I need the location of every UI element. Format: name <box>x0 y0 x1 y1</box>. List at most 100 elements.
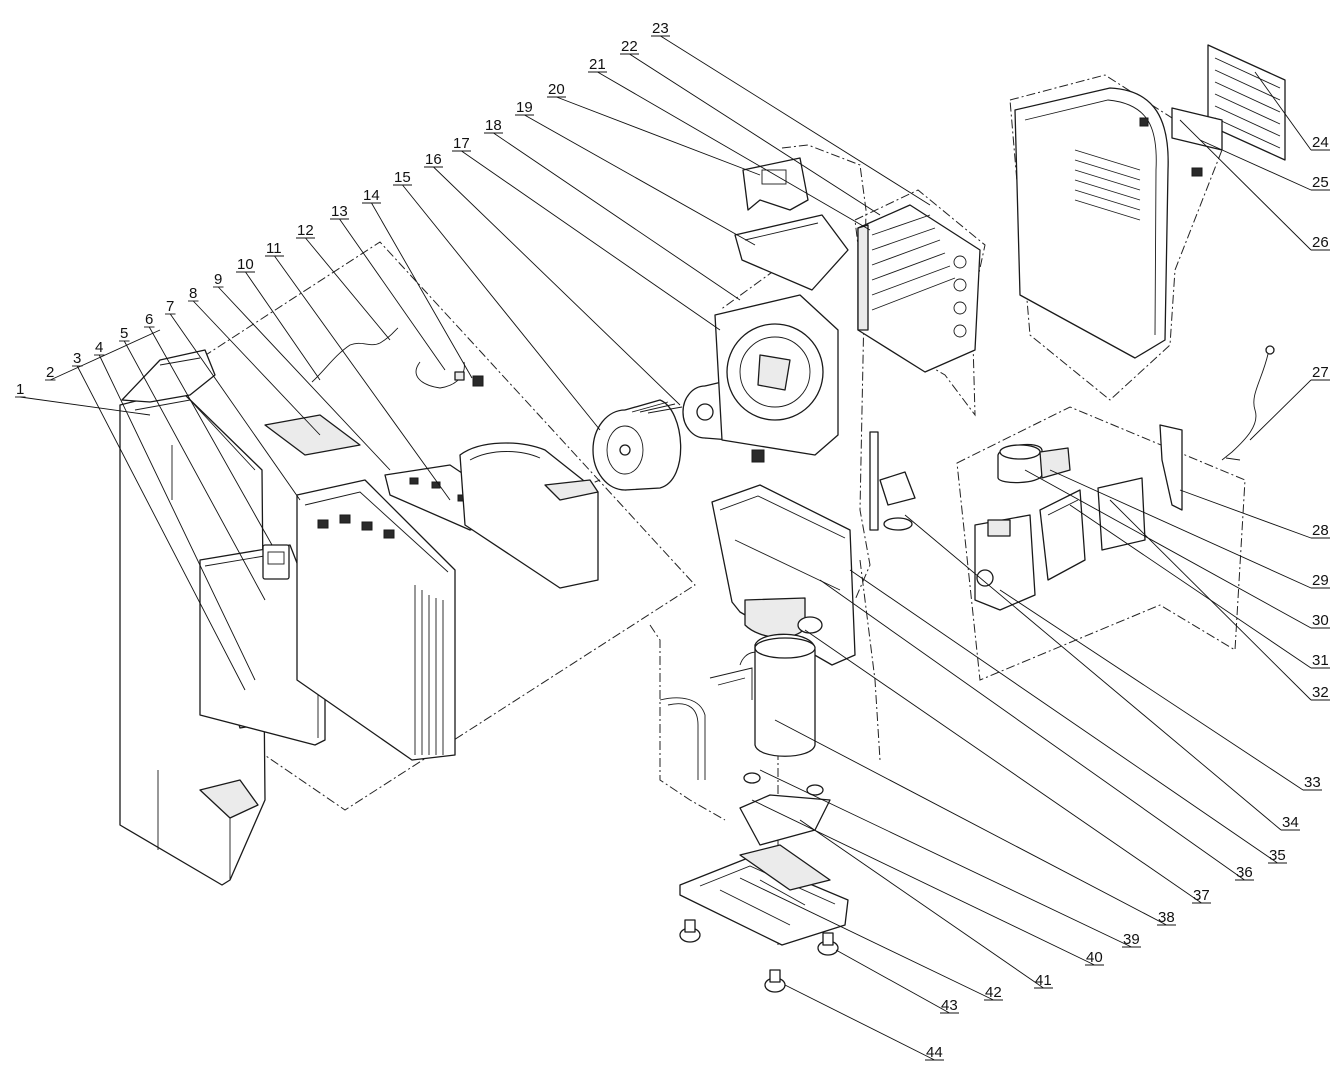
callout-22: 22 <box>620 38 881 216</box>
callout-37: 37 <box>804 629 1211 904</box>
callout-11: 11 <box>265 240 451 501</box>
callout-8: 8 <box>188 285 321 436</box>
callout-6: 6 <box>144 311 273 546</box>
callout-number: 38 <box>1158 909 1175 926</box>
callout-leader-line <box>76 365 246 691</box>
callout-7: 7 <box>165 298 301 501</box>
callout-44: 44 <box>784 984 944 1061</box>
callout-33: 33 <box>999 589 1322 791</box>
callout-number: 29 <box>1312 572 1329 589</box>
callout-30: 30 <box>1024 469 1330 629</box>
callout-27: 27 <box>1249 364 1330 441</box>
callout-number: 23 <box>652 20 669 37</box>
callout-21: 21 <box>588 56 871 231</box>
callout-leader-line <box>759 769 1132 948</box>
callout-leader-line <box>371 202 473 379</box>
callout-leader-line <box>1049 469 1312 589</box>
callout-number: 37 <box>1193 887 1210 904</box>
wire-harness <box>311 327 484 389</box>
callout-number: 3 <box>73 350 81 367</box>
callout-leader-line <box>20 396 151 416</box>
callout-leader-line <box>739 877 994 1001</box>
callout-leader-line <box>1069 504 1312 669</box>
callout-18: 18 <box>484 117 741 301</box>
callout-leader-line <box>999 589 1304 791</box>
callout-leader-line <box>1179 489 1312 539</box>
callout-25: 25 <box>1199 139 1330 191</box>
callout-leader-line <box>835 949 950 1014</box>
callout-leader-line <box>493 132 741 301</box>
callout-26: 26 <box>1179 119 1330 251</box>
callout-2: 2 <box>45 329 161 381</box>
callout-19: 19 <box>515 99 756 246</box>
callout-leader-line <box>804 629 1202 904</box>
callout-leader-line <box>784 984 935 1061</box>
callout-number: 11 <box>266 240 282 257</box>
callout-41: 41 <box>799 819 1053 989</box>
callout-number: 8 <box>189 285 197 302</box>
callout-number: 41 <box>1035 972 1052 989</box>
callout-34: 34 <box>904 514 1300 831</box>
top-bracket <box>734 157 849 291</box>
callout-14: 14 <box>362 187 473 379</box>
callout-number: 12 <box>297 222 314 239</box>
power-cord <box>1221 345 1275 461</box>
callout-leader-line <box>1249 379 1312 441</box>
callout-leader-line <box>751 799 1095 966</box>
callout-number: 44 <box>926 1044 943 1061</box>
callout-leader-line <box>799 819 1044 989</box>
electrical-components <box>974 443 1146 611</box>
callout-10: 10 <box>236 256 321 381</box>
callout-number: 32 <box>1312 684 1329 701</box>
compressor-assembly <box>659 616 831 846</box>
callout-17: 17 <box>452 135 721 331</box>
callout-number: 25 <box>1312 174 1329 191</box>
callout-9: 9 <box>213 271 391 471</box>
callout-leader-line <box>123 340 266 601</box>
callout-leader-line <box>245 271 321 381</box>
callout-43: 43 <box>835 949 959 1014</box>
callout-number: 1 <box>16 381 24 398</box>
electric-box-cover <box>1159 424 1183 511</box>
callout-number: 40 <box>1086 949 1103 966</box>
callout-number: 13 <box>331 203 348 220</box>
callout-leader-line <box>629 53 881 216</box>
callout-number: 18 <box>485 117 502 134</box>
callout-4: 4 <box>94 339 256 681</box>
rear-cover <box>1014 87 1203 359</box>
callout-leader-line <box>433 166 681 406</box>
callout-leader-line <box>274 255 451 501</box>
callout-number: 20 <box>548 81 565 98</box>
callout-number: 39 <box>1123 931 1140 948</box>
tank-cover <box>121 349 216 403</box>
callout-number: 19 <box>516 99 533 116</box>
callout-leader-line <box>217 286 391 471</box>
callout-31: 31 <box>1069 504 1330 669</box>
callout-number: 22 <box>621 38 638 55</box>
callout-leader-line <box>1024 469 1312 629</box>
callout-number: 43 <box>941 997 958 1014</box>
air-duct <box>459 442 599 589</box>
callout-number: 28 <box>1312 522 1329 539</box>
callout-number: 10 <box>237 256 254 273</box>
control-housing <box>296 479 456 761</box>
callout-leader-line <box>849 569 1278 864</box>
callout-number: 31 <box>1312 652 1329 669</box>
fan-wheel <box>592 399 683 491</box>
callout-leader-line <box>1199 139 1312 191</box>
callout-leader-line <box>774 719 1167 926</box>
callout-number: 36 <box>1236 864 1253 881</box>
callout-leader-line <box>556 96 761 176</box>
callout-leader-line <box>402 184 601 431</box>
callout-leader-line <box>1179 119 1312 251</box>
callout-number: 9 <box>214 271 222 288</box>
callout-39: 39 <box>759 769 1141 948</box>
callout-number: 30 <box>1312 612 1329 629</box>
callout-number: 33 <box>1304 774 1321 791</box>
base-plate <box>679 844 849 946</box>
callout-5: 5 <box>119 325 266 601</box>
callout-number: 27 <box>1312 364 1329 381</box>
callout-number: 34 <box>1282 814 1299 831</box>
callout-leader-line <box>98 354 256 681</box>
display-bracket <box>262 544 290 580</box>
